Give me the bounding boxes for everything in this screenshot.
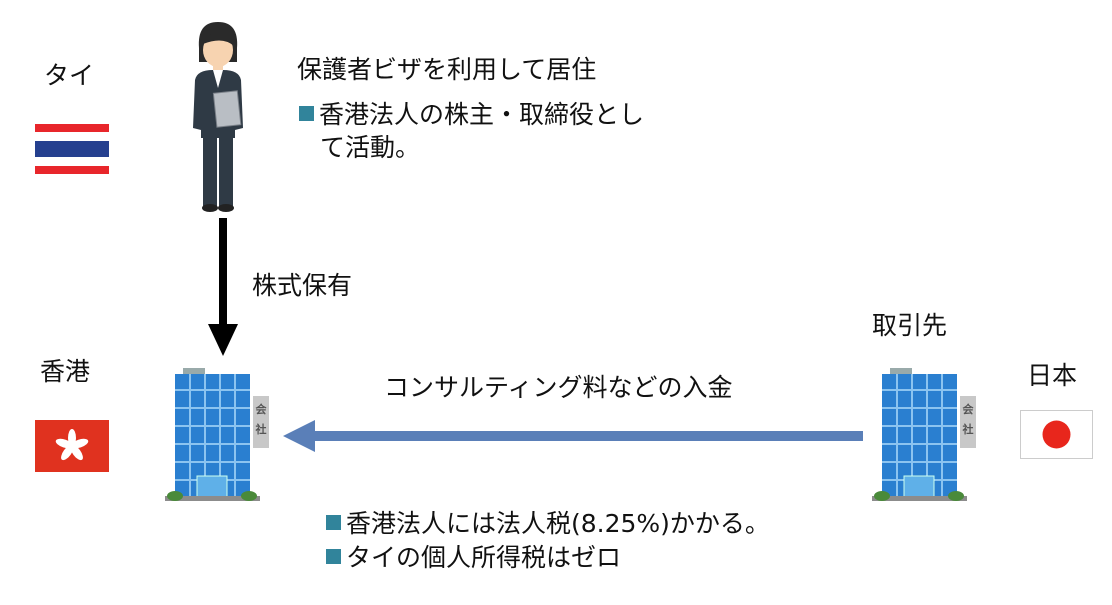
person-bullet-cont: て活動。 — [320, 133, 421, 162]
note-corporate-tax: 香港法人には法人税(8.25%)かかる。 — [326, 508, 770, 540]
company-sign: 会社 — [962, 403, 974, 436]
bullet-square-icon — [326, 515, 341, 530]
thailand-flag-icon — [35, 124, 109, 174]
person-bullet: 香港法人の株主・取締役とし — [299, 99, 644, 131]
hongkong-flag-icon — [35, 420, 109, 472]
shareholding-label: 株式保有 — [252, 271, 353, 300]
office-building-icon — [872, 368, 976, 501]
label-thailand: タイ — [44, 61, 95, 90]
company-sign: 会社 — [255, 403, 267, 436]
hongkong-company-building: 会社 — [165, 368, 275, 503]
businesswoman-icon — [193, 22, 243, 212]
label-hongkong: 香港 — [40, 357, 91, 386]
payment-label: コンサルティング料などの入金 — [384, 373, 733, 402]
label-japan: 日本 — [1027, 361, 1078, 390]
japan-flag-icon — [1020, 410, 1093, 459]
note-income-tax: タイの個人所得税はゼロ — [326, 542, 621, 574]
office-building-icon — [165, 368, 269, 501]
partner-company-building: 会社 — [872, 368, 982, 503]
payment-arrow — [283, 420, 863, 452]
bullet-square-icon — [299, 106, 314, 121]
person-title: 保護者ビザを利用して居住 — [297, 55, 597, 84]
shareholding-arrow — [208, 218, 238, 356]
bullet-square-icon — [326, 549, 341, 564]
partner-label: 取引先 — [872, 311, 948, 340]
